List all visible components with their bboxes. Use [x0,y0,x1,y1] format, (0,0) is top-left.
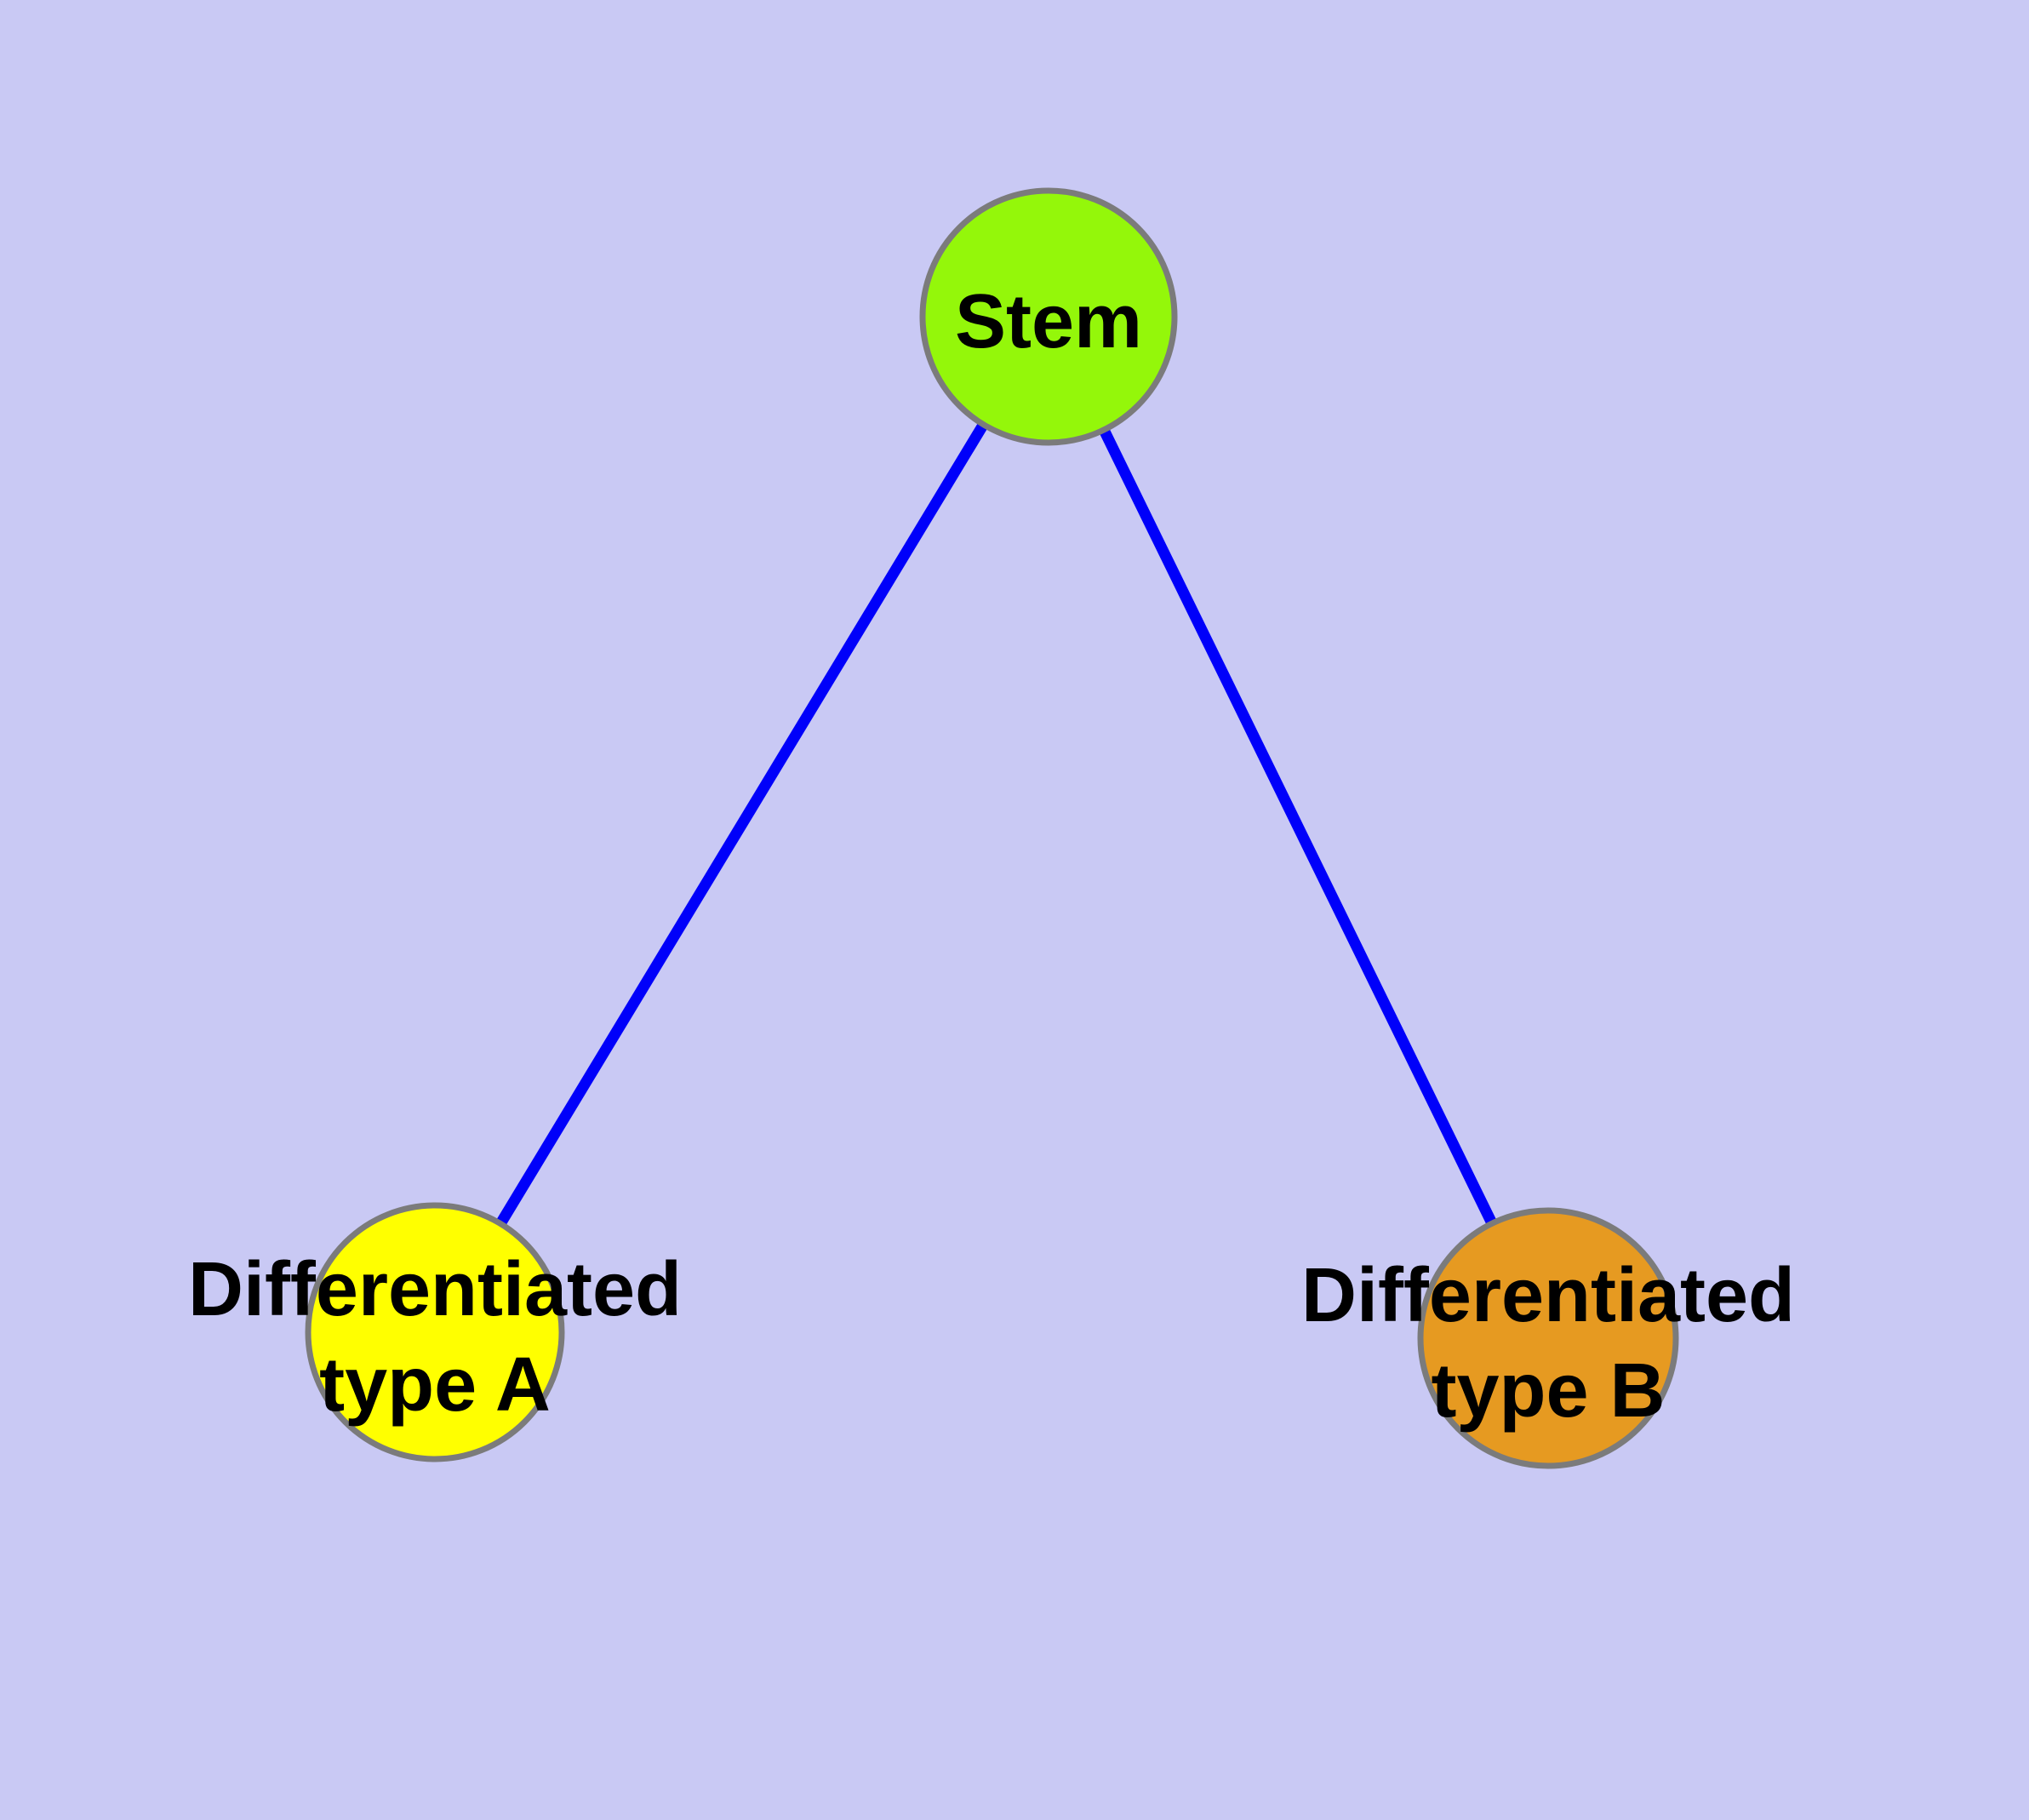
node-label-type-a: Differentiated type A [188,1247,682,1428]
node-circle-stem [919,187,1178,446]
edge-stem-type-b [1043,314,1553,1341]
node-label-line: Stem [955,279,1142,364]
node-label-line: Differentiated [188,1247,682,1332]
node-circle-type-a [305,1202,565,1462]
node-label-line: type A [319,1342,551,1428]
edge-stem-type-a [430,313,1054,1336]
node-label-type-b: Differentiated type B [1301,1253,1795,1434]
node-label-stem: Stem [955,279,1142,364]
node-label-line: Differentiated [1301,1253,1795,1338]
node-circle-type-b [1417,1207,1679,1469]
node-label-line: type B [1431,1348,1665,1434]
